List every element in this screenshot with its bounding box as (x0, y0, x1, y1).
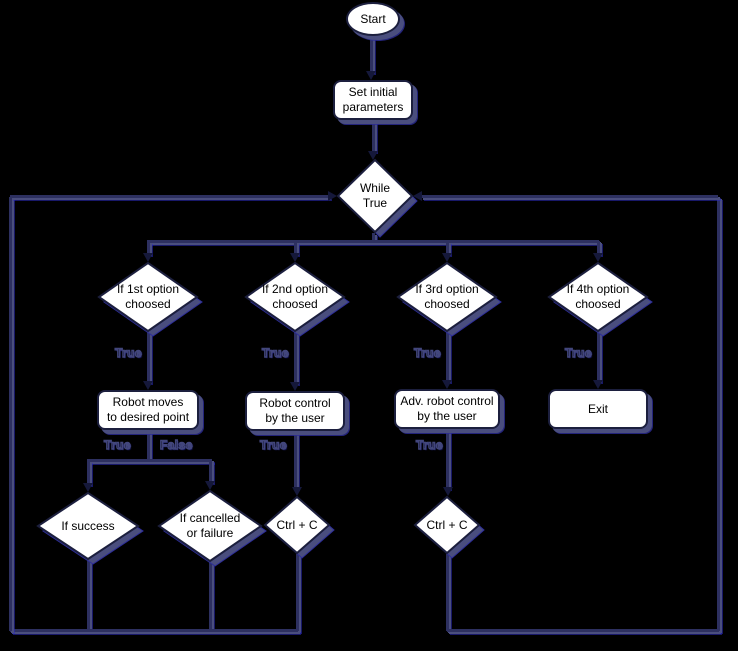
edge-label-opt1-true: True (114, 345, 142, 360)
arrowhead-into-ctrlc3 (443, 487, 453, 496)
edge-cancelled-down (209, 562, 212, 631)
edge-branch-to-opt4 (597, 241, 600, 254)
edge-label-opt2-true: True (261, 345, 289, 360)
arrowhead-into-robot-control (290, 382, 300, 391)
edge-split-to-cancelled (209, 460, 212, 482)
node-ctrlc-2: Ctrl + C (263, 495, 335, 559)
if-success-diamond-shape (36, 491, 144, 565)
edge-moves-out (147, 430, 150, 461)
edge-ctrlc2-down (296, 554, 299, 631)
arrowhead-into-opt3 (442, 253, 452, 262)
node-if-3rd-option: If 3rd option choosed (396, 261, 502, 337)
robot-moves-label: Robot moves to desired point (106, 395, 190, 424)
arrowhead-into-adv-control (442, 380, 452, 389)
ctrlc-2-diamond-shape (263, 495, 335, 559)
edge-split-to-success (87, 460, 90, 484)
if-1st-option-diamond-shape (97, 261, 203, 337)
edge-adv-to-ctrlc (446, 429, 449, 488)
arrowhead-into-ctrlc2 (292, 487, 302, 496)
node-while-true: While True (336, 158, 418, 238)
if-cancelled-diamond-shape (157, 489, 267, 567)
node-ctrlc-3: Ctrl + C (413, 495, 485, 559)
split-bar-col1 (87, 459, 212, 462)
edge-opt4-true (597, 332, 600, 381)
if-1st-option-label: If 1st option choosed (116, 282, 180, 311)
arrowhead-into-while-right (413, 191, 422, 201)
arrowhead-into-opt2 (290, 253, 300, 262)
if-2nd-option-label: If 2nd option choosed (261, 282, 329, 311)
bottom-bar-left (10, 629, 298, 632)
while-true-label: While True (359, 181, 390, 210)
ctrlc-3-label: Ctrl + C (426, 517, 468, 532)
edge-opt3-true (446, 332, 449, 381)
edge-opt1-true (147, 332, 150, 382)
node-adv-robot-control: Adv. robot control by the user (394, 389, 500, 429)
node-robot-control: Robot control by the user (245, 391, 345, 431)
node-if-4th-option: If 4th option choosed (547, 261, 653, 337)
branch-bar (147, 240, 599, 243)
arrowhead-into-cancelled (205, 481, 215, 490)
edge-label-moves-true: True (103, 437, 131, 452)
edge-opt2-true (294, 332, 297, 383)
loop-right-into-while (421, 195, 718, 198)
node-if-cancelled: If cancelled or failure (157, 489, 267, 567)
node-if-2nd-option: If 2nd option choosed (244, 261, 350, 337)
adv-robot-control-label: Adv. robot control by the user (400, 394, 494, 423)
edge-control-to-ctrlc (294, 431, 297, 488)
node-if-1st-option: If 1st option choosed (97, 261, 203, 337)
if-cancelled-label: If cancelled or failure (179, 511, 241, 540)
while-true-diamond-shape (336, 158, 418, 238)
edge-label-moves-false: False (159, 437, 193, 452)
loop-left-into-while (10, 195, 329, 198)
arrowhead-into-opt4 (593, 253, 603, 262)
edge-label-adv-true: True (415, 437, 443, 452)
ctrlc-3-diamond-shape (413, 495, 485, 559)
edge-while-to-branchbar (372, 233, 375, 242)
if-4th-option-diamond-shape (547, 261, 653, 337)
arrowhead-into-while-left (328, 191, 337, 201)
if-4th-option-label: If 4th option choosed (566, 282, 630, 311)
if-3rd-option-diamond-shape (396, 261, 502, 337)
ctrlc-2-label: Ctrl + C (276, 517, 318, 532)
edge-label-control-true: True (259, 437, 287, 452)
if-3rd-option-label: If 3rd option choosed (415, 282, 479, 311)
edge-start-to-init (370, 36, 373, 72)
arrowhead-into-success (83, 483, 93, 492)
set-initial-parameters-label: Set initial parameters (342, 85, 404, 114)
edge-success-down (87, 560, 90, 631)
if-2nd-option-diamond-shape (244, 261, 350, 337)
bottom-bar-right (447, 629, 719, 632)
node-robot-moves: Robot moves to desired point (97, 390, 199, 430)
edge-ctrlc3-down (446, 554, 449, 631)
arrowhead-into-while-top (368, 151, 378, 160)
start-label: Start (360, 11, 386, 26)
node-set-initial-parameters: Set initial parameters (333, 80, 413, 120)
node-exit: Exit (548, 389, 648, 429)
arrowhead-into-opt1 (143, 253, 153, 262)
edge-branch-to-opt2 (294, 241, 297, 254)
arrowhead-into-exit (593, 380, 603, 389)
edge-label-opt3-true: True (413, 345, 441, 360)
loop-right-up (717, 197, 720, 631)
arrowhead-into-robot-moves (143, 381, 153, 390)
edge-label-opt4-true: True (564, 345, 592, 360)
robot-control-label: Robot control by the user (259, 396, 331, 425)
loop-left-up (9, 197, 12, 631)
edge-branch-to-opt1 (147, 241, 150, 254)
exit-label: Exit (587, 401, 608, 416)
if-success-label: If success (61, 518, 115, 533)
edge-branch-to-opt3 (446, 241, 449, 254)
node-if-success: If success (36, 491, 144, 565)
edge-init-to-while (372, 120, 375, 151)
node-start: Start (346, 2, 400, 36)
arrowhead-into-init (366, 71, 376, 80)
